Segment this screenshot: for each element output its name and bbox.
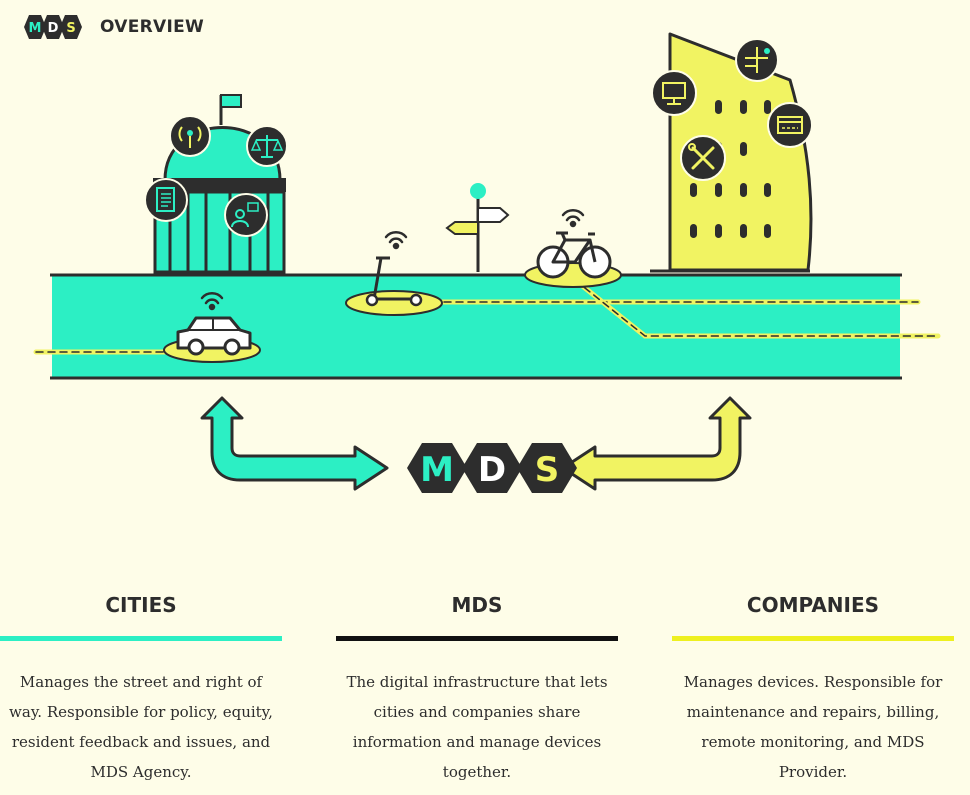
cities-bar — [0, 636, 282, 641]
logo-letter-d: D — [48, 21, 59, 36]
mds-title: MDS — [451, 593, 503, 617]
cities-title: CITIES — [105, 593, 177, 617]
wifi-icon — [200, 292, 224, 311]
signpost-icon — [445, 183, 510, 272]
cities-column: CITIES Manages the street and right of w… — [0, 590, 282, 787]
car-icon — [163, 316, 261, 363]
monitor-icon — [651, 70, 697, 116]
mds-logo-icon: M D S — [24, 15, 82, 39]
feedback-user-icon — [224, 193, 268, 237]
document-icon — [144, 178, 188, 222]
center-logo-letter-m: M — [420, 450, 454, 490]
wifi-icon — [384, 231, 408, 250]
logo-letter-s: S — [66, 21, 75, 36]
antenna-icon — [169, 115, 211, 157]
mds-column: MDS The digital infrastructure that lets… — [336, 590, 618, 787]
mds-center-logo: M D S — [407, 443, 577, 493]
credit-card-icon — [767, 102, 813, 148]
companies-bar — [672, 636, 954, 641]
overview-illustration: M D S — [33, 32, 941, 493]
logo-letter-m: M — [29, 21, 42, 36]
header: M D S OVERVIEW — [24, 12, 204, 42]
wifi-icon — [561, 209, 585, 228]
street — [33, 273, 941, 380]
companies-title: COMPANIES — [746, 593, 880, 617]
company-building — [650, 32, 813, 273]
cities-description: Manages the street and right of way. Res… — [9, 673, 273, 781]
companies-column: COMPANIES Manages devices. Responsible f… — [672, 590, 954, 787]
tools-icon — [680, 135, 726, 181]
scooter-icon — [345, 256, 443, 316]
page-title: OVERVIEW — [100, 17, 205, 37]
companies-description: Manages devices. Responsible for mainten… — [683, 673, 943, 781]
cities-to-mds-arrow — [200, 396, 389, 491]
center-logo-letter-d: D — [478, 450, 506, 490]
center-logo-letter-s: S — [535, 450, 560, 490]
circuit-icon — [735, 38, 779, 82]
mds-description: The digital infrastructure that lets cit… — [346, 673, 608, 781]
mds-bar — [336, 636, 618, 641]
scales-icon — [246, 125, 288, 167]
bicycle-icon — [524, 231, 622, 288]
companies-to-mds-arrow — [561, 396, 752, 491]
